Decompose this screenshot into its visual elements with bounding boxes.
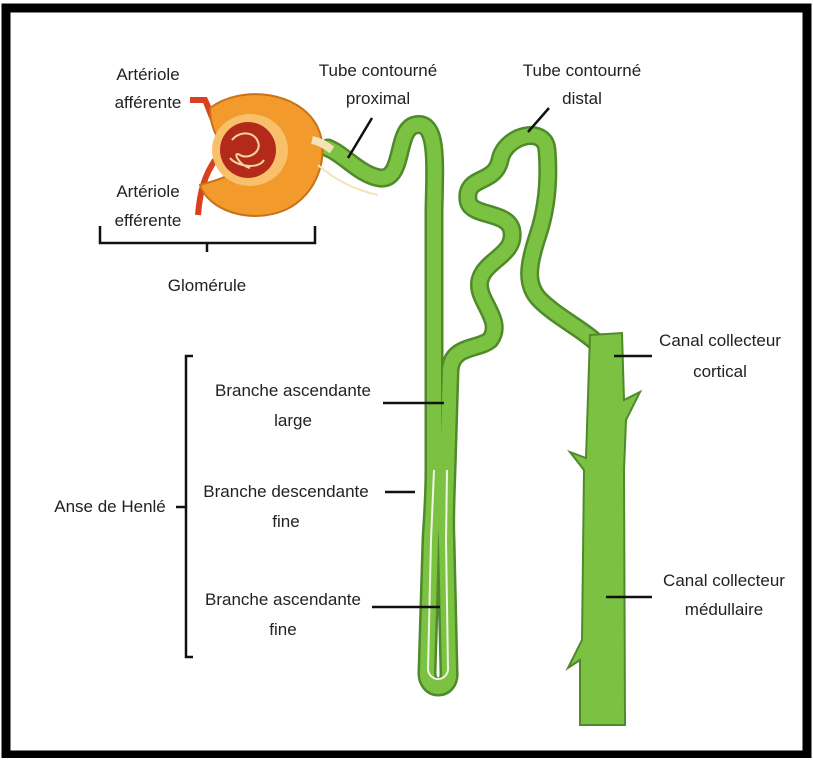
label-glomerule: Glomérule (168, 276, 246, 295)
label-ccc-1: Canal collecteur (659, 331, 781, 350)
label-baf-2: fine (269, 620, 296, 639)
label-baf-1: Branche ascendante (205, 590, 361, 609)
label-tcd-2: distal (562, 89, 602, 108)
label-arteriole-afferente-1: Artériole (116, 65, 179, 84)
label-tcp-1: Tube contourné (319, 61, 437, 80)
label-bdf-2: fine (272, 512, 299, 531)
label-arteriole-afferente-2: afférente (115, 93, 182, 112)
label-arteriole-efferente-1: Artériole (116, 182, 179, 201)
label-tcp-2: proximal (346, 89, 410, 108)
label-arteriole-efferente-2: efférente (115, 211, 182, 230)
label-bal-1: Branche ascendante (215, 381, 371, 400)
label-ccc-2: cortical (693, 362, 747, 381)
glomerulus-capillaries (220, 122, 276, 178)
label-ccm-1: Canal collecteur (663, 571, 785, 590)
label-ccm-2: médullaire (685, 600, 763, 619)
label-bdf-1: Branche descendante (203, 482, 368, 501)
label-tcd-1: Tube contourné (523, 61, 641, 80)
label-bal-2: large (274, 411, 312, 430)
label-anse-de-henle: Anse de Henlé (54, 497, 166, 516)
